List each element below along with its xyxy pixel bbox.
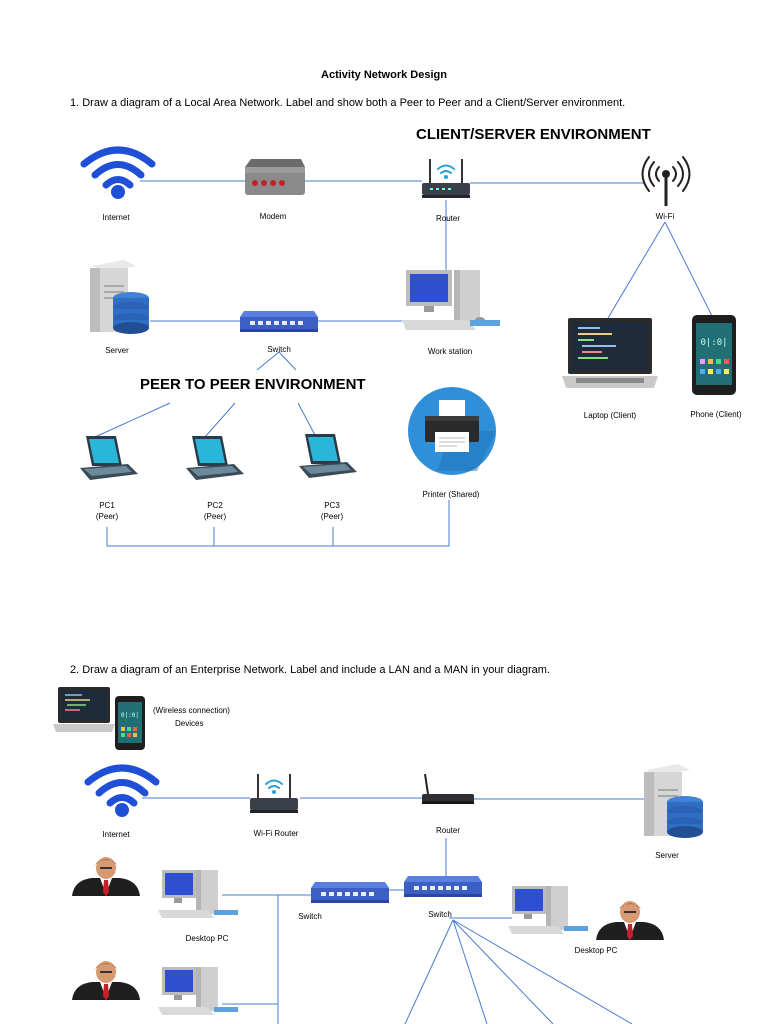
pc3-name: PC3 xyxy=(324,501,340,510)
pc3-label: PC3 (Peer) xyxy=(277,500,387,522)
desktop-pc-icon xyxy=(506,882,590,940)
wifi-label: Wi-Fi xyxy=(655,212,675,221)
laptop-icon xyxy=(52,686,116,734)
router-label-2: Router xyxy=(435,826,460,835)
switch-icon xyxy=(404,872,482,900)
client-server-heading: CLIENT/SERVER ENVIRONMENT xyxy=(416,126,651,143)
router-icon xyxy=(420,772,476,808)
svg-text:0|:0|: 0|:0| xyxy=(121,712,139,719)
switch-label: Switch xyxy=(267,345,291,354)
phone-icon: 0|:0| xyxy=(690,313,738,397)
switch-icon xyxy=(311,878,389,906)
router-label: Router xyxy=(435,214,460,223)
pc1-name: PC1 xyxy=(99,501,115,510)
server-icon xyxy=(640,762,706,840)
desktop-pc-label-left: Desktop PC xyxy=(185,934,229,943)
pc1-label: PC1 (Peer) xyxy=(52,500,162,522)
desktop-pc-label-right: Desktop PC xyxy=(574,946,618,955)
switch-icon xyxy=(240,307,318,335)
phone-client-label: Phone (Client) xyxy=(690,410,742,419)
person-icon xyxy=(70,856,142,898)
pc1-role: (Peer) xyxy=(95,512,119,521)
pc2-label: PC2 (Peer) xyxy=(160,500,270,522)
router-icon xyxy=(248,770,300,816)
server-label: Server xyxy=(105,346,129,355)
internet-label-2: Internet xyxy=(102,830,130,839)
devices-label: (Wireless connection) Devices xyxy=(153,704,230,730)
workstation-icon xyxy=(398,266,502,336)
pc3-role: (Peer) xyxy=(320,512,344,521)
peer-to-peer-heading: PEER TO PEER ENVIRONMENT xyxy=(140,376,366,393)
pc2-name: PC2 xyxy=(207,501,223,510)
router-icon xyxy=(420,155,472,201)
person-icon xyxy=(594,900,666,942)
wifi-icon xyxy=(80,142,156,200)
switch-label-left: Switch xyxy=(298,912,322,921)
svg-text:0|:0|: 0|:0| xyxy=(700,338,727,348)
question-2: 2. Draw a diagram of an Enterprise Netwo… xyxy=(70,664,550,676)
switch-label-right: Switch xyxy=(428,910,452,919)
phone-icon: 0|:0| xyxy=(114,695,146,751)
desktop-pc-icon xyxy=(156,866,240,924)
modem-label: Modem xyxy=(259,212,287,221)
wifi-icon xyxy=(84,760,160,818)
pc2-role: (Peer) xyxy=(203,512,227,521)
laptop-icon xyxy=(295,432,359,484)
devices-text: Devices xyxy=(175,719,204,728)
wifi-router-label: Wi-Fi Router xyxy=(253,829,299,838)
workstation-label: Work station xyxy=(427,347,473,356)
internet-label: Internet xyxy=(102,213,130,222)
laptop-icon xyxy=(560,316,660,392)
person-icon xyxy=(70,960,142,1002)
desktop-pc-icon xyxy=(156,963,240,1021)
question-1: 1. Draw a diagram of a Local Area Networ… xyxy=(70,97,626,109)
antenna-icon xyxy=(640,152,692,208)
modem-icon xyxy=(243,155,307,199)
printer-icon xyxy=(407,386,497,476)
printer-label: Printer (Shared) xyxy=(422,490,480,499)
laptop-icon xyxy=(76,434,140,486)
page-title: Activity Network Design xyxy=(321,69,447,81)
server-icon xyxy=(86,258,152,336)
laptop-client-label: Laptop (Client) xyxy=(583,411,637,420)
server-label-2: Server xyxy=(655,851,679,860)
laptop-icon xyxy=(182,434,246,486)
wireless-connection-label: (Wireless connection) xyxy=(153,706,230,715)
